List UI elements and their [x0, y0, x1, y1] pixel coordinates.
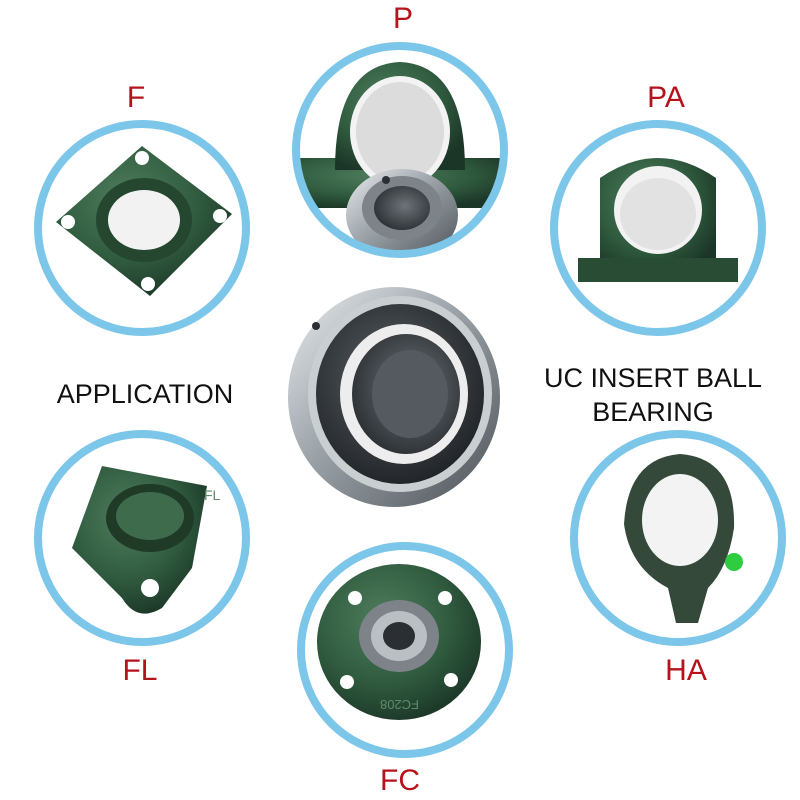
label-pa: PA: [647, 81, 685, 114]
application-text: APPLICATION: [56, 379, 234, 409]
label-f: F: [126, 81, 146, 114]
casting-fl: FL: [204, 487, 221, 503]
image-pillow-block-p: [292, 42, 508, 258]
image-pillow-block-pa: [550, 120, 766, 336]
image-oval-flange-fl: FL: [34, 430, 250, 646]
image-square-flange-f: [34, 120, 250, 336]
image-round-flange-fc: FC208: [297, 542, 513, 758]
label-fc: FC: [380, 764, 420, 797]
title-line-2: BEARING: [592, 397, 714, 427]
title-line-1: UC INSERT BALL: [543, 363, 763, 393]
image-hanger-ha: [570, 430, 786, 646]
label-fl: FL: [122, 654, 158, 687]
label-ha: HA: [665, 654, 707, 687]
casting-fc: FC208: [380, 697, 419, 712]
label-p: P: [392, 2, 413, 35]
image-uc-insert-bearing: [288, 287, 500, 507]
